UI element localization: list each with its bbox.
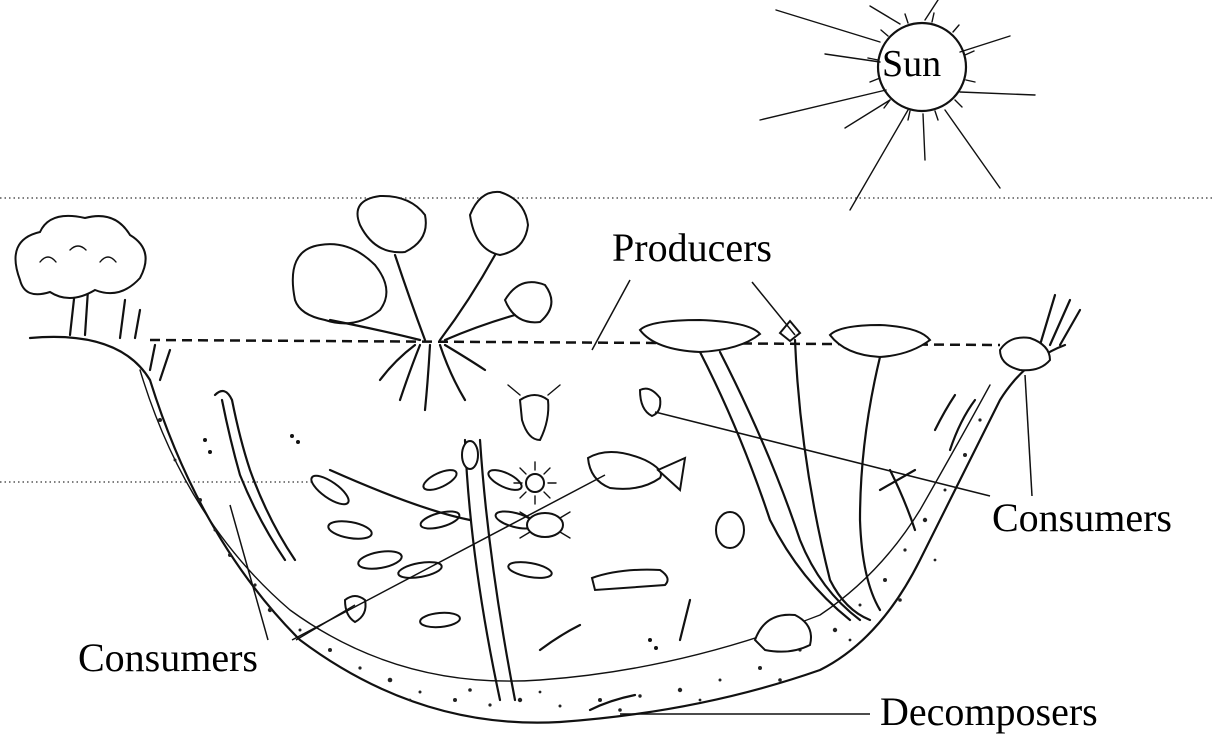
fish-illustration — [588, 452, 661, 489]
consumers-label-left: Consumers — [78, 638, 258, 678]
snake-illustration — [215, 391, 295, 560]
sun-illustration — [760, 0, 1035, 210]
tree-illustration — [16, 216, 171, 380]
decomposers-label: Decomposers — [880, 692, 1098, 732]
lotus-flower — [780, 321, 800, 341]
worm-illustration — [592, 570, 668, 590]
consumers-label-right: Consumers — [992, 498, 1172, 538]
submerged-plant-illustration — [307, 440, 552, 700]
hydra-illustration — [526, 474, 544, 492]
sediment-texture — [158, 418, 982, 712]
floating-plant-illustration — [293, 192, 552, 410]
sun-label: Sun — [882, 44, 941, 84]
frog-illustration — [1000, 338, 1050, 371]
turtle-illustration — [755, 615, 811, 652]
snail-illustration — [716, 512, 744, 548]
producers-label: Producers — [612, 228, 772, 268]
water-flea-illustration — [520, 395, 548, 440]
beetle-illustration — [527, 513, 563, 537]
